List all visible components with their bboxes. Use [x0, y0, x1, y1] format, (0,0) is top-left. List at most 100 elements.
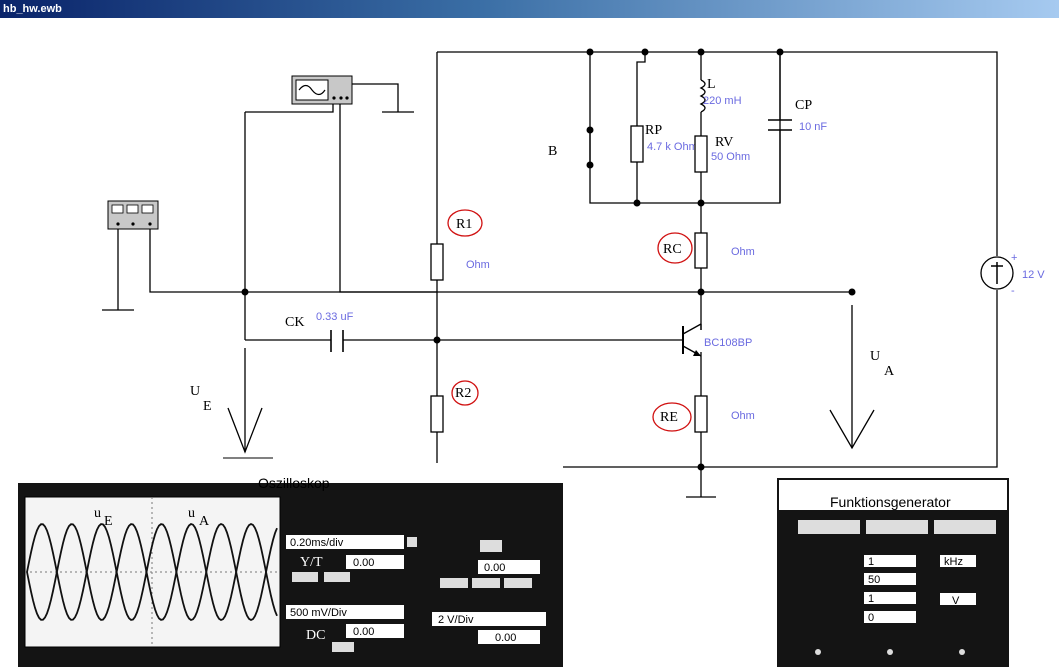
trace-a-sub: A [199, 514, 210, 529]
r1-circle [447, 209, 483, 237]
r1-value: Ohm [466, 259, 490, 271]
offset-value: 0 [868, 612, 874, 624]
rc-value: Ohm [731, 246, 755, 258]
r1-label: R1 [456, 217, 472, 232]
re-label: RE [660, 410, 678, 425]
freq-unit-field[interactable] [940, 555, 976, 567]
oscilloscope-instrument-icon[interactable] [291, 75, 353, 105]
ba-button[interactable] [324, 572, 350, 582]
dc-source-12v[interactable] [980, 256, 1014, 290]
terminal-common[interactable] [887, 649, 893, 655]
frequency-field[interactable] [864, 555, 916, 567]
ck-label: CK [285, 315, 304, 330]
resistor-rv[interactable] [694, 135, 708, 173]
trace-a-label: u [188, 506, 195, 521]
function-generator-panel[interactable]: Funktionsgenerator 1 kHz 50 1 V 0 [777, 478, 1009, 667]
oscilloscope-panel[interactable]: Oszilloskop u E u A 0.20ms/div Y/T 0.00 … [18, 463, 563, 667]
rv-label: RV [715, 135, 733, 150]
ch-b-scale-value: 2 V/Div [438, 614, 474, 626]
rp-label: RP [645, 123, 662, 138]
coupling-label: DC [306, 628, 325, 643]
freq-unit: kHz [944, 556, 963, 568]
r2-label: R2 [455, 386, 471, 401]
rc-circle [657, 232, 693, 264]
mode-label: Y/T [300, 555, 323, 570]
x-pos-field[interactable] [346, 555, 404, 569]
b-label: B [548, 144, 557, 159]
trigger-b-button[interactable] [504, 578, 532, 588]
resistor-r1[interactable] [430, 243, 444, 281]
timebase-value: 0.20ms/div [290, 537, 344, 549]
source-value: 12 V [1022, 269, 1045, 281]
amp-unit: V [952, 595, 960, 607]
function-generator-title: Funktionsgenerator [830, 494, 951, 510]
ua-label: U [870, 349, 880, 364]
timebase-field[interactable] [286, 535, 404, 549]
re-circle [652, 402, 692, 432]
trigger-edge-button[interactable] [480, 540, 502, 552]
ch-b-scale-field[interactable] [432, 612, 546, 626]
trigger-level-value: 0.00 [484, 562, 505, 574]
ch-a-scale-field[interactable] [286, 605, 404, 619]
resistor-rp[interactable] [630, 125, 644, 163]
ua-arrow [829, 305, 875, 450]
ue-sub: E [203, 399, 212, 414]
amplitude-field[interactable] [864, 592, 916, 604]
ch-b-pos-value: 0.00 [495, 632, 516, 644]
transistor-value: BC108BP [704, 337, 752, 349]
ue-label: U [190, 384, 200, 399]
circuit-canvas[interactable]: B RP 4.7 k Ohm L 220 mH RV 50 Ohm CP 10 … [0, 18, 1059, 667]
ch-a-ac-button[interactable] [332, 642, 354, 652]
cp-value: 10 nF [799, 121, 827, 133]
frequency-value: 1 [868, 556, 874, 568]
trace-e-sub: E [104, 514, 113, 529]
x-pos-value: 0.00 [353, 557, 374, 569]
ch-a-pos-field[interactable] [346, 624, 404, 638]
trigger-a-button[interactable] [472, 578, 500, 588]
trace-ue [26, 522, 278, 622]
cp-label: CP [795, 98, 812, 113]
junction-dots [241, 48, 856, 471]
resistor-re[interactable] [694, 395, 708, 433]
capacitor-ck[interactable] [330, 330, 344, 352]
rv-value: 50 Ohm [711, 151, 750, 163]
amplitude-value: 1 [868, 593, 874, 605]
duty-field[interactable] [864, 573, 916, 585]
ch-a-pos-value: 0.00 [353, 626, 374, 638]
transistor-bc108[interactable] [682, 323, 702, 357]
offset-field[interactable] [864, 611, 916, 623]
terminal-minus[interactable] [815, 649, 821, 655]
triangle-wave-button[interactable] [866, 520, 928, 534]
amp-unit-field[interactable] [940, 593, 976, 605]
trigger-level-field[interactable] [478, 560, 540, 574]
trace-ua [26, 522, 278, 622]
source-minus: - [1011, 285, 1015, 297]
yt-button[interactable] [292, 572, 318, 582]
re-value: Ohm [731, 410, 755, 422]
l-value: 220 mH [703, 95, 742, 107]
rc-label: RC [663, 242, 682, 257]
rp-value: 4.7 k Ohm [647, 141, 698, 153]
timebase-spin[interactable] [407, 537, 417, 547]
ua-sub: A [884, 364, 895, 379]
r2-circle [451, 380, 479, 406]
trigger-int-button[interactable] [440, 578, 468, 588]
inductor-l[interactable] [699, 79, 706, 113]
ch-b-pos-field[interactable] [478, 630, 540, 644]
square-wave-button[interactable] [934, 520, 996, 534]
oscilloscope-title: Oszilloskop [258, 475, 330, 491]
resistor-rc[interactable] [694, 232, 708, 269]
ue-arrow [223, 348, 273, 459]
terminal-plus[interactable] [959, 649, 965, 655]
sine-wave-button[interactable] [798, 520, 860, 534]
source-plus: + [1011, 252, 1017, 264]
resistor-r2[interactable] [430, 395, 444, 433]
duty-value: 50 [868, 574, 880, 586]
ch-a-scale-value: 500 mV/Div [290, 607, 347, 619]
l-label: L [707, 77, 716, 92]
window-title: hb_hw.ewb [0, 0, 1059, 18]
trace-e-label: u [94, 506, 101, 521]
capacitor-cp[interactable] [768, 119, 792, 131]
function-generator-instrument-icon[interactable] [107, 200, 159, 230]
ck-value: 0.33 uF [316, 311, 354, 323]
